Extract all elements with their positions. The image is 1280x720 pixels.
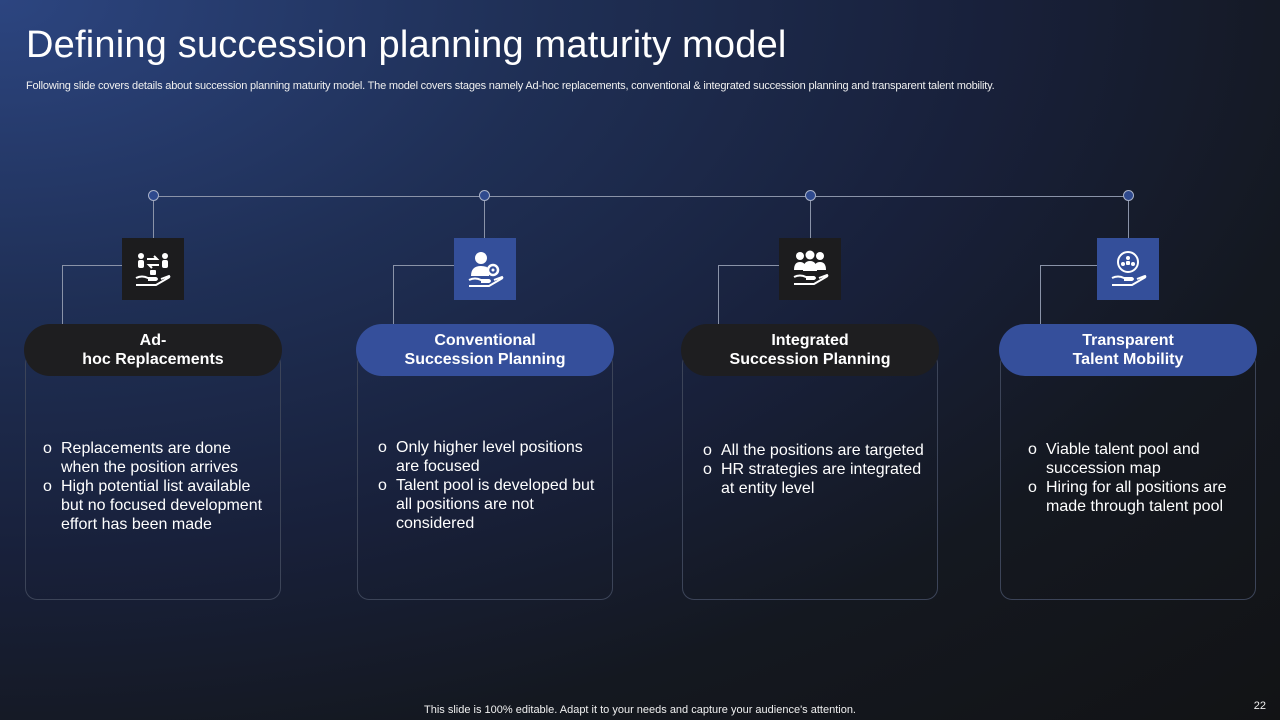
connector-line xyxy=(1128,201,1129,238)
stage-bullets: Viable talent pool and succession map Hi… xyxy=(1028,440,1243,516)
connector-line xyxy=(393,265,454,266)
connector-line xyxy=(62,265,63,324)
bullet-item: Talent pool is developed but all positio… xyxy=(378,476,598,533)
stage-title-line2: Succession Planning xyxy=(729,351,891,368)
stage-pill: Conventional Succession Planning xyxy=(356,324,614,376)
connector-line xyxy=(1040,265,1041,324)
stage-pill: Transparent Talent Mobility xyxy=(999,324,1257,376)
timeline-node xyxy=(1123,190,1134,201)
team-hand-icon xyxy=(779,238,841,300)
connector-line xyxy=(718,265,779,266)
connector-line xyxy=(153,201,154,238)
timeline-line xyxy=(153,196,1128,197)
stage-title-line2: hoc Replacements xyxy=(82,351,224,368)
stage-title-line1: Conventional xyxy=(434,332,536,349)
stage-bullets: All the positions are targeted HR strate… xyxy=(703,441,933,498)
timeline-node xyxy=(148,190,159,201)
bullet-item: Viable talent pool and succession map xyxy=(1028,440,1243,478)
bullet-item: HR strategies are integrated at entity l… xyxy=(703,460,933,498)
stage-pill: Ad- hoc Replacements xyxy=(24,324,282,376)
people-exchange-hand-icon xyxy=(122,238,184,300)
connector-line xyxy=(484,201,485,238)
bullet-item: Replacements are done when the position … xyxy=(43,439,273,477)
stage-title-line2: Succession Planning xyxy=(404,351,566,368)
bullet-item: Hiring for all positions are made throug… xyxy=(1028,478,1243,516)
connector-line xyxy=(1040,265,1097,266)
connector-line xyxy=(62,265,122,266)
bullet-item: All the positions are targeted xyxy=(703,441,933,460)
connector-line xyxy=(718,265,719,324)
stage-title-line1: Ad- xyxy=(139,332,167,349)
footer-note: This slide is 100% editable. Adapt it to… xyxy=(424,704,856,716)
connector-line xyxy=(810,201,811,238)
user-gear-hand-icon xyxy=(454,238,516,300)
stage-pill: Integrated Succession Planning xyxy=(681,324,939,376)
stage-bullets: Replacements are done when the position … xyxy=(43,439,273,534)
slide-title: Defining succession planning maturity mo… xyxy=(26,24,787,66)
bullet-item: Only higher level positions are focused xyxy=(378,438,598,476)
page-number: 22 xyxy=(1253,700,1266,712)
stage-title-line2: Talent Mobility xyxy=(1072,351,1184,368)
bullet-item: High potential list available but no foc… xyxy=(43,477,273,534)
stage-title-line1: Transparent xyxy=(1082,332,1174,349)
slide-subtitle: Following slide covers details about suc… xyxy=(26,80,995,92)
timeline-node xyxy=(805,190,816,201)
stage-bullets: Only higher level positions are focused … xyxy=(378,438,598,533)
stage-title-line1: Integrated xyxy=(771,332,849,349)
connector-line xyxy=(393,265,394,324)
timeline-node xyxy=(479,190,490,201)
talent-pool-hand-icon xyxy=(1097,238,1159,300)
